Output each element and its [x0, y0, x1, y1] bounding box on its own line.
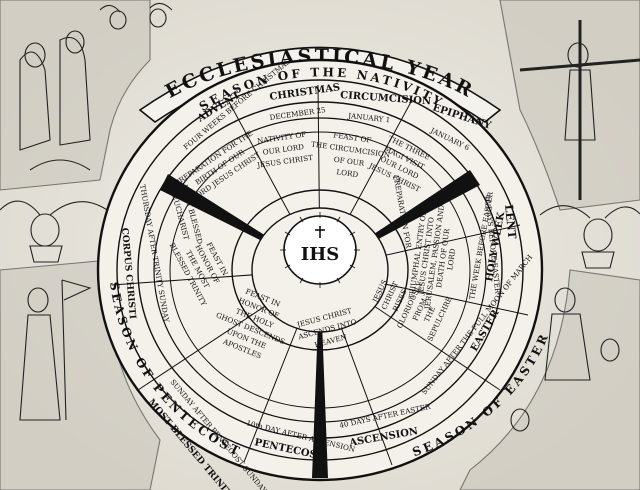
ihs-monogram: IHS	[301, 244, 339, 265]
date-circumcision: JANUARY 1	[347, 111, 391, 124]
divider-easter-pentecost	[312, 270, 328, 478]
angel-right	[539, 205, 640, 269]
crucifixion-illustration	[499, 0, 640, 211]
description-circumcision: FEAST OFTHE CIRCUMCISIONOF OURLORD	[307, 128, 392, 184]
angels-top	[99, 2, 173, 30]
pentecost-illustration	[459, 269, 640, 490]
angel-left	[0, 200, 111, 263]
medallion-rays	[280, 212, 360, 288]
header-lent: LENT	[502, 204, 519, 240]
resurrection-illustration	[0, 259, 161, 490]
nativity-illustration	[0, 0, 151, 191]
wheel: IHS	[96, 58, 544, 482]
